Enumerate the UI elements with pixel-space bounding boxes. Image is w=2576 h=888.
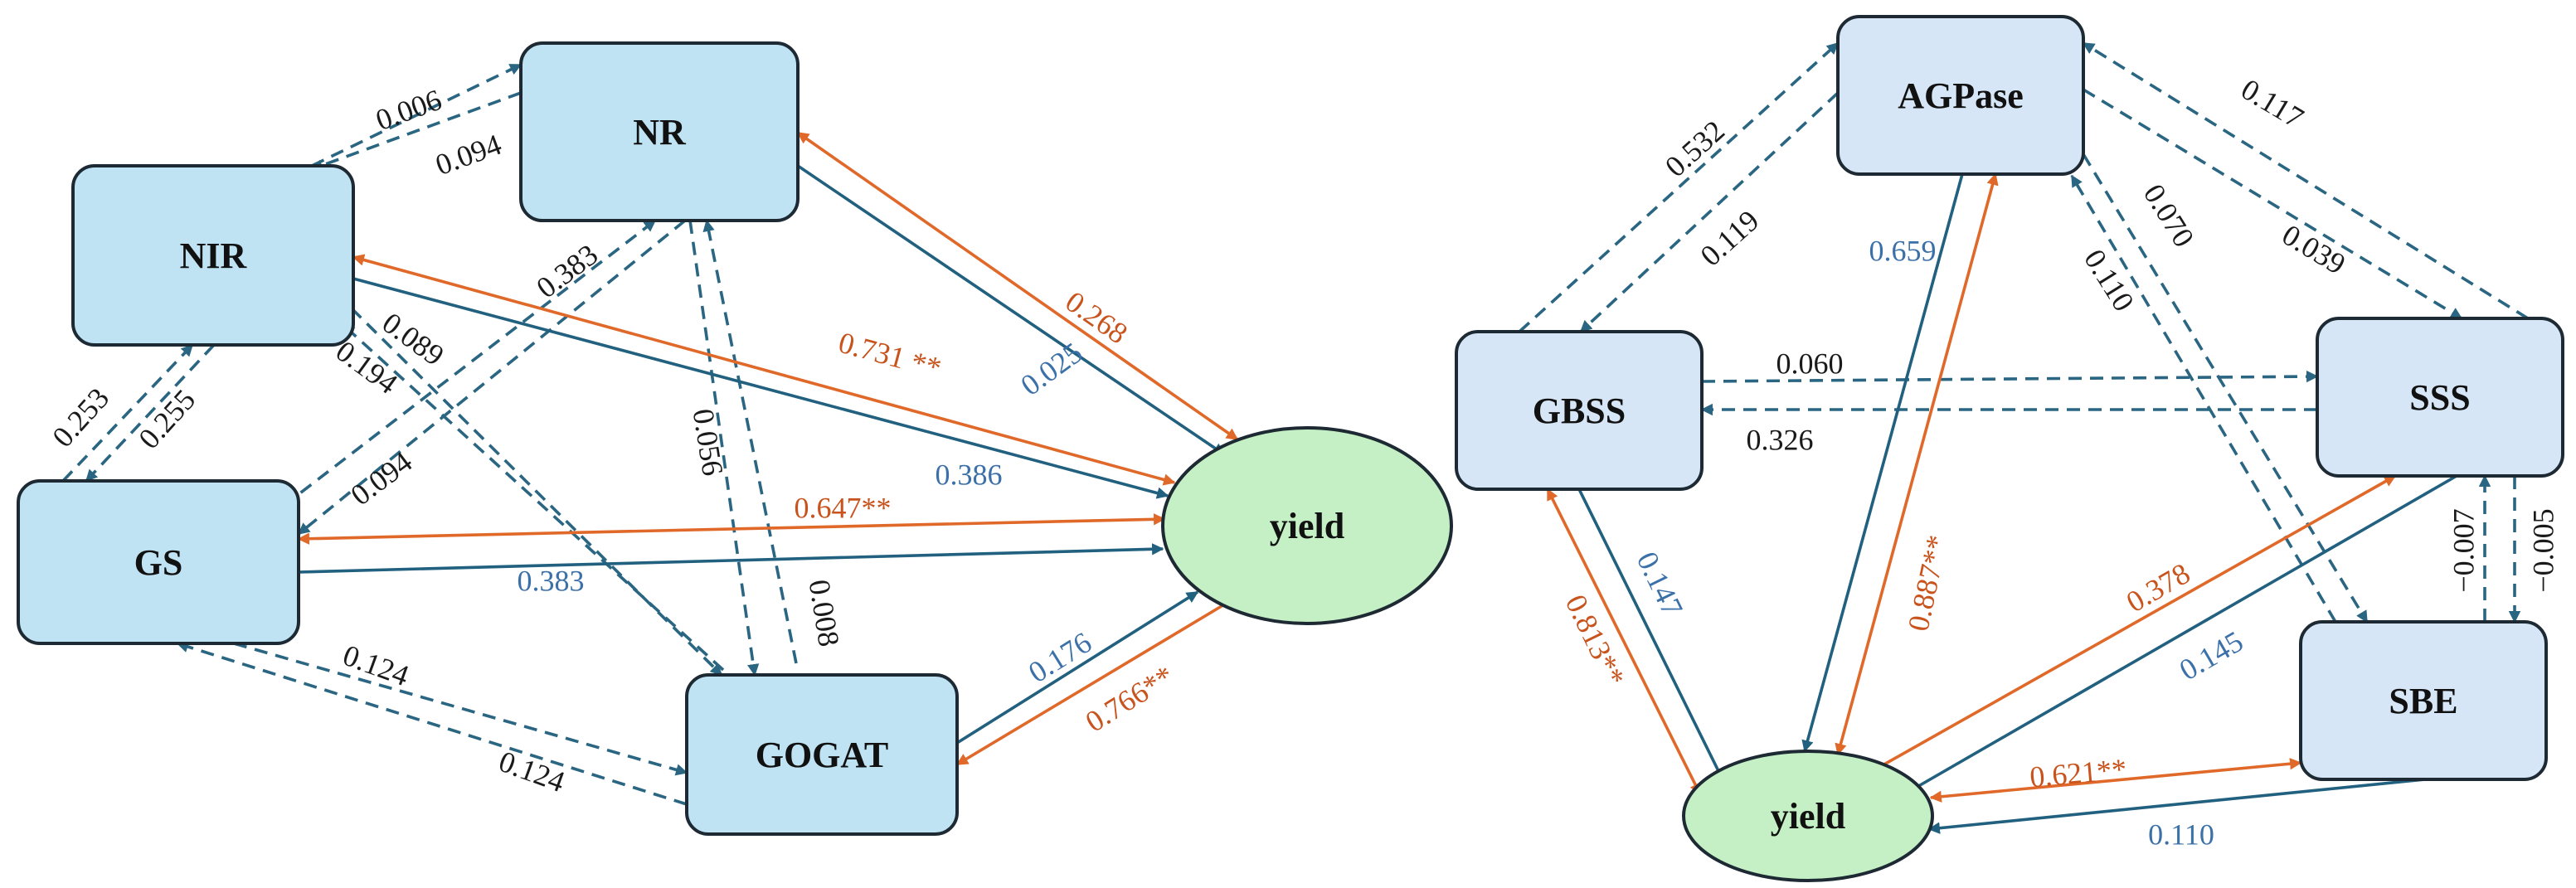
node-gogat-box [685, 673, 959, 836]
edge-nr-to-nir [310, 91, 522, 172]
edge-sss-yield-orange [1868, 474, 2397, 774]
label-sss-gbss: 0.326 [1747, 423, 1814, 456]
node-sss: SSS [2316, 317, 2564, 478]
node-sbe: SBE [2299, 620, 2548, 781]
label-nir-yield-blue: 0.386 [936, 458, 1003, 491]
node-gs-box [17, 479, 300, 645]
label-gbss-yield-orange: 0.813** [1559, 590, 1631, 691]
edge-gogat-yield-orange [955, 597, 1236, 766]
node-gs-label: GS [134, 542, 183, 583]
node-nr-label: NR [633, 112, 687, 153]
node-sbe-box [2299, 620, 2548, 781]
label-agpase-gbss: 0.119 [1694, 204, 1766, 273]
node-yield-right-ellipse [1682, 750, 1934, 882]
label-nir-yield-orange: 0.731 ** [835, 326, 945, 385]
node-nir-box [71, 164, 355, 347]
edge-agpase-to-sss [2083, 88, 2463, 320]
node-nir: NIR [71, 164, 355, 347]
node-yield-left-ellipse [1161, 426, 1453, 625]
label-agpase-yield-blue: 0.659 [1869, 234, 1937, 267]
label-sbe-yield-blue: 0.110 [2148, 818, 2214, 851]
label-sbe-sss: −0.007 [2447, 508, 2480, 592]
node-sss-box [2316, 317, 2564, 478]
label-gbss-sss: 0.060 [1776, 347, 1844, 380]
label-nr-yield-blue: 0.025 [1014, 336, 1088, 402]
edge-sbe-yield-orange [1929, 758, 2302, 803]
label-sss-agpase: 0.117 [2235, 72, 2309, 134]
label-agpase-sbe: 0.070 [2137, 178, 2201, 253]
edge-nir-yield-orange [352, 254, 1176, 486]
edge-gbss-to-agpase [1518, 41, 1840, 333]
node-yield-left: yield [1161, 426, 1453, 625]
edge-gs-to-gogat [233, 642, 688, 776]
label-sbe-yield-orange: 0.621** [2029, 752, 2128, 793]
label-sss-sbe: −0.005 [2526, 508, 2559, 592]
node-yield-right: yield [1682, 750, 1934, 882]
label-sbe-agpase: 0.110 [2078, 244, 2141, 318]
node-yield-right-label: yield [1771, 796, 1845, 837]
label-gs-yield-blue: 0.383 [518, 564, 585, 597]
node-nr-box [519, 41, 800, 222]
edge-nr-yield-orange [796, 131, 1239, 441]
node-nir-label: NIR [180, 235, 248, 276]
node-agpase: AGPase [1836, 15, 2085, 176]
node-gbss-label: GBSS [1533, 391, 1626, 431]
node-gbss: GBSS [1455, 330, 1704, 491]
edge-nr-to-yield-blue [796, 164, 1226, 456]
node-gogat-label: GOGAT [756, 735, 889, 775]
node-sbe-label: SBE [2389, 681, 2457, 721]
label-gs-gogat-b: 0.124 [494, 745, 569, 798]
edge-sbe-to-yield-blue [1927, 778, 2426, 834]
label-gs-gogat-a: 0.124 [338, 638, 413, 692]
edge-agpase-to-gbss [1579, 91, 1840, 333]
edge-gs-yield-orange [297, 513, 1166, 545]
label-nr-gogat-b: 0.008 [803, 577, 846, 648]
node-agpase-label: AGPase [1898, 75, 2024, 116]
label-agpase-yield-orange: 0.887** [1902, 532, 1954, 634]
node-sss-label: SSS [2409, 377, 2470, 418]
label-gs-nr-b: 0.094 [344, 445, 418, 512]
edge-agpase-yield-orange [1835, 172, 1999, 756]
edge-nir-to-gs [85, 343, 216, 483]
label-nr-nir: 0.094 [431, 128, 506, 182]
label-nir-nr: 0.006 [372, 83, 446, 137]
label-gogat-yield-orange: 0.766** [1080, 659, 1179, 739]
label-gs-nir: 0.253 [46, 381, 115, 454]
node-yield-left-label: yield [1270, 506, 1344, 546]
edge-gbss-yield-orange [1546, 488, 1702, 796]
node-gogat: GOGAT [685, 673, 959, 836]
edge-gs-to-yield-blue [298, 543, 1164, 574]
node-agpase-box [1836, 15, 2085, 176]
label-nr-gogat-a: 0.056 [687, 406, 730, 478]
edge-sss-to-agpase [2082, 41, 2529, 320]
edge-gbss-to-sss [1701, 370, 2319, 383]
node-nr: NR [519, 41, 800, 222]
node-gs: GS [17, 479, 300, 645]
edge-gs-to-nir [61, 343, 194, 483]
label-nir-gs: 0.255 [132, 383, 202, 455]
edge-nir-to-nr [311, 63, 522, 167]
label-gs-yield-orange: 0.647** [795, 491, 892, 524]
edge-gogat-to-gs [176, 641, 688, 806]
node-gbss-box [1455, 330, 1704, 491]
